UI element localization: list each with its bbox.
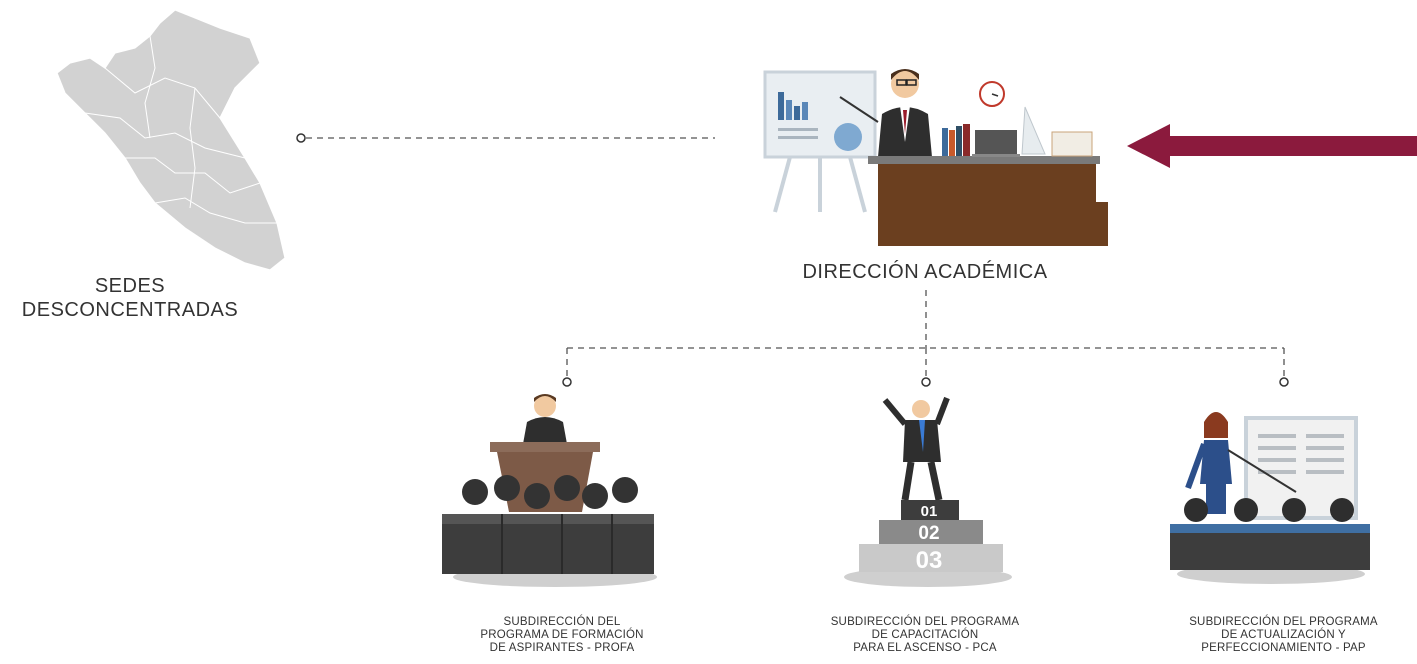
connector-dot-pap bbox=[1279, 377, 1289, 387]
profa-label-line2: PROGRAMA DE FORMACIÓN bbox=[480, 629, 644, 641]
step-02-label: 02 bbox=[918, 523, 939, 544]
profa-label-line3: DE ASPIRANTES - PROFA bbox=[489, 642, 635, 654]
pap-label: SUBDIRECCIÓN DEL PROGRAMA DE ACTUALIZACI… bbox=[1150, 616, 1417, 655]
sedes-label-line1: SEDES bbox=[94, 275, 166, 297]
connector-dot-profa bbox=[562, 377, 572, 387]
profa-label: SUBDIRECCIÓN DEL PROGRAMA DE FORMACIÓN D… bbox=[427, 616, 697, 655]
pap-label-line2: DE ACTUALIZACIÓN Y bbox=[1221, 629, 1346, 641]
pca-label-line1: SUBDIRECCIÓN DEL PROGRAMA bbox=[830, 616, 1020, 628]
step-03-label: 03 bbox=[916, 547, 943, 574]
incoming-arrow-icon bbox=[1127, 124, 1417, 168]
profa-label-line1: SUBDIRECCIÓN DEL bbox=[503, 616, 621, 628]
pca-label-line3: PARA EL ASCENSO - PCA bbox=[853, 642, 997, 654]
step-01-label: 01 bbox=[921, 503, 938, 520]
podium-winner-icon: 01 02 03 bbox=[844, 396, 1012, 587]
pap-label-line1: SUBDIRECCIÓN DEL PROGRAMA bbox=[1189, 616, 1378, 628]
presenter-board-icon bbox=[1170, 412, 1370, 584]
pap-label-line3: PERFECCIONAMIENTO - PAP bbox=[1201, 642, 1366, 654]
peru-map-icon bbox=[56, 9, 286, 271]
sedes-label: SEDES DESCONCENTRADAS bbox=[0, 274, 260, 322]
direccion-label: DIRECCIÓN ACADÉMICA bbox=[802, 261, 1048, 283]
pca-label-line2: DE CAPACITACIÓN bbox=[871, 629, 979, 641]
connector-dot-sedes bbox=[296, 133, 306, 143]
pca-label: SUBDIRECCIÓN DEL PROGRAMA DE CAPACITACIÓ… bbox=[790, 616, 1060, 655]
sedes-label-line2: DESCONCENTRADAS bbox=[21, 299, 239, 321]
connector-dot-pca bbox=[921, 377, 931, 387]
teacher-at-desk-icon bbox=[763, 69, 1108, 246]
speaker-audience-icon bbox=[442, 394, 657, 587]
